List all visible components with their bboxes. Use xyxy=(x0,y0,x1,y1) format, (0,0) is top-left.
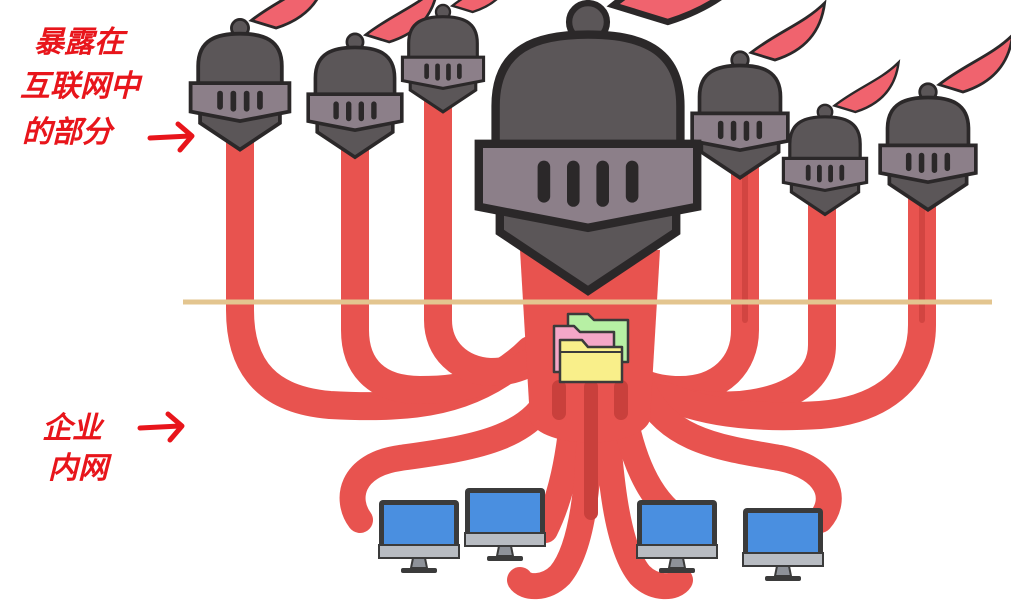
arrow-right-icon xyxy=(150,124,192,150)
computer-monitor-icon xyxy=(742,507,824,582)
helmet-small-5 xyxy=(781,60,901,216)
computer-3 xyxy=(636,499,718,574)
computer-monitor-icon xyxy=(378,499,460,574)
annotation-intranet-line-2: 内网 xyxy=(48,451,112,486)
folder-icon xyxy=(558,338,624,384)
tentacle-6 xyxy=(626,176,936,431)
annotation-exposed-line-1: 暴露在 xyxy=(34,25,128,60)
annotation-intranet: 企业 内网 xyxy=(42,411,182,486)
arrow-right-icon xyxy=(140,414,182,440)
annotation-exposed-part: 暴露在 互联网中 的部分 xyxy=(20,25,192,150)
knight-helmet-icon xyxy=(781,60,901,216)
tentacle-pc-4 xyxy=(592,387,693,600)
computer-4 xyxy=(742,507,824,582)
upper-tentacles xyxy=(226,86,936,431)
annotation-intranet-line-1: 企业 xyxy=(42,411,105,446)
knight-helmet-icon xyxy=(188,0,330,152)
helmet-small-1 xyxy=(188,0,330,152)
annotation-exposed-line-2: 互联网中 xyxy=(20,69,143,104)
folder-stack xyxy=(552,312,630,384)
computer-monitor-icon xyxy=(464,487,546,562)
body-shading xyxy=(552,380,628,520)
computer-1 xyxy=(378,499,460,574)
annotation-exposed-line-3: 的部分 xyxy=(22,115,116,150)
computer-2 xyxy=(464,487,546,562)
tentacle-pc-6 xyxy=(627,367,842,533)
computer-monitor-icon xyxy=(636,499,718,574)
